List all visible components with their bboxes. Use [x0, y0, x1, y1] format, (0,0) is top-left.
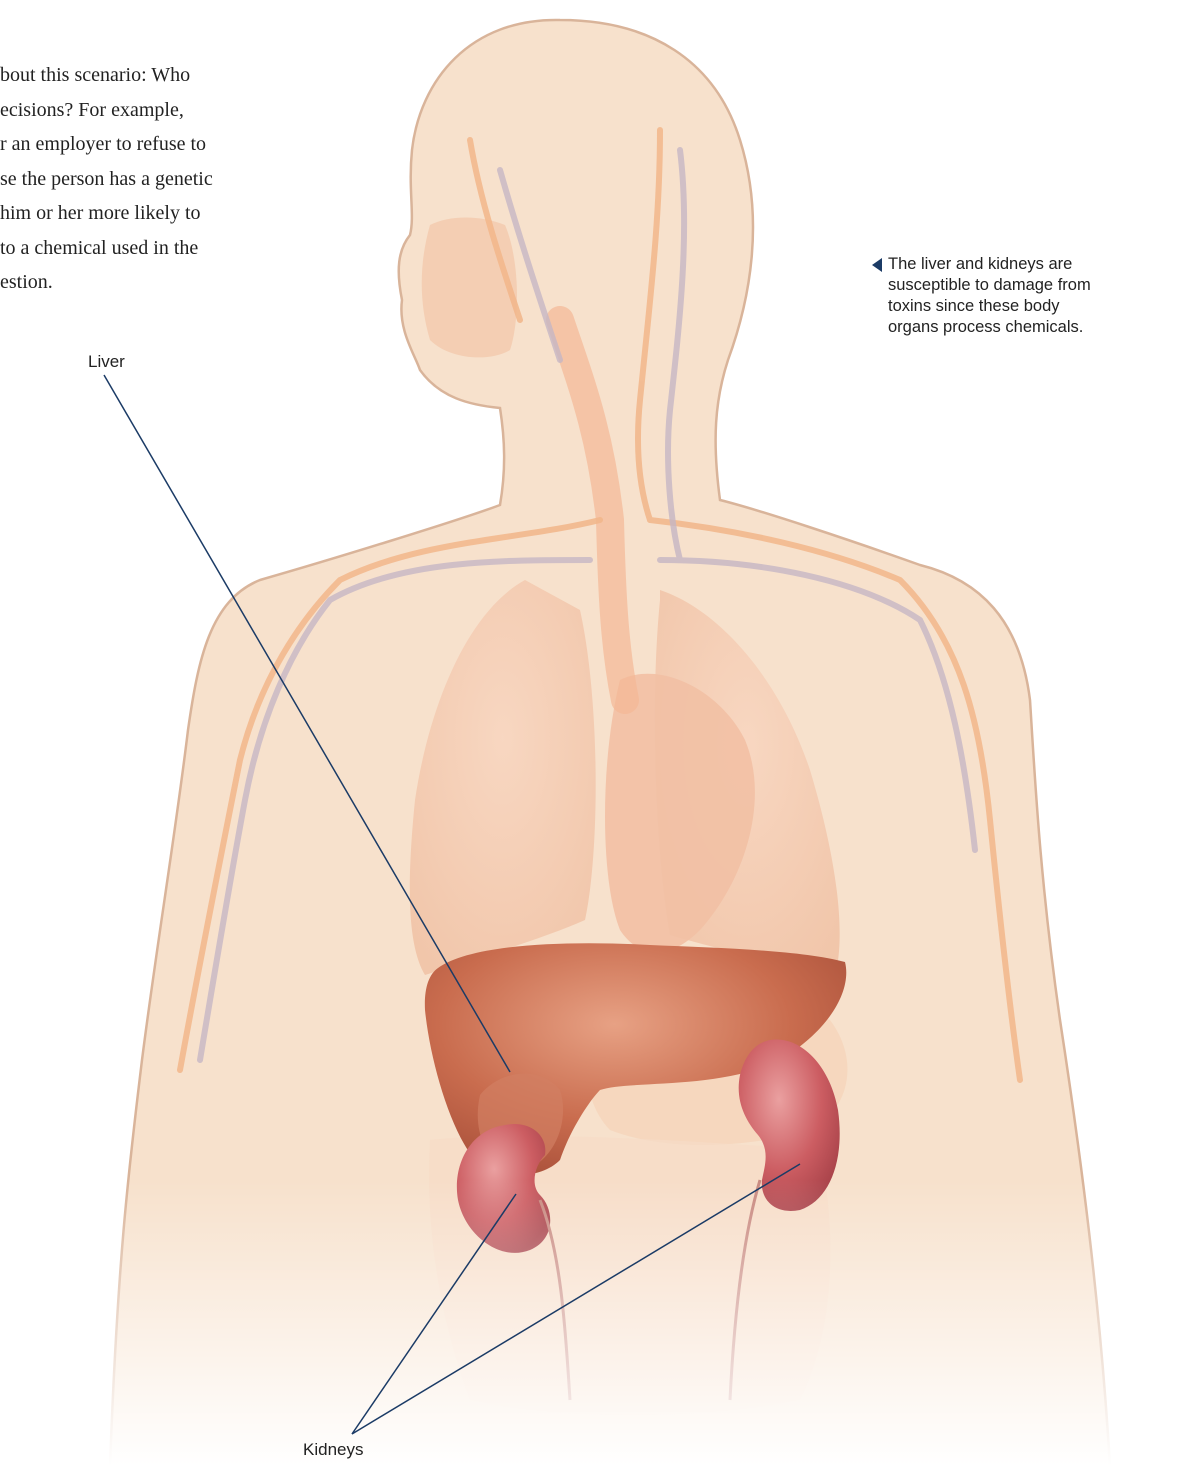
body-text-line: him or her more likely to [0, 196, 310, 231]
caption-marker-icon [872, 258, 882, 272]
caption-line: The liver and kidneys are [888, 254, 1178, 275]
body-text: bout this scenario: Who ecisions? For ex… [0, 58, 310, 300]
body-text-line: se the person has a genetic [0, 162, 310, 197]
caption-line: toxins since these body [888, 296, 1178, 317]
body-text-line: r an employer to refuse to [0, 127, 310, 162]
liver-label: Liver [88, 352, 125, 372]
kidneys-label: Kidneys [303, 1440, 363, 1460]
face-area [422, 218, 517, 358]
body-text-line: to a chemical used in the [0, 231, 310, 266]
caption-line: susceptible to damage from [888, 275, 1178, 296]
bottom-fade [0, 1180, 1186, 1466]
caption-line: organs process chemicals. [888, 317, 1178, 338]
figure-caption: The liver and kidneys are susceptible to… [888, 254, 1178, 338]
body-text-line: bout this scenario: Who [0, 58, 310, 93]
body-text-line: ecisions? For example, [0, 93, 310, 128]
body-text-line: estion. [0, 265, 310, 300]
